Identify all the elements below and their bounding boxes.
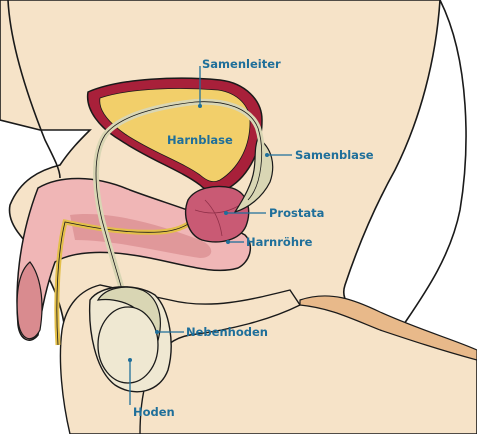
label-samenleiter: Samenleiter: [202, 57, 281, 71]
label-samenblase: Samenblase: [295, 148, 374, 162]
label-prostata: Prostata: [269, 206, 324, 220]
label-nebenhoden: Nebenhoden: [186, 325, 268, 339]
testis: [98, 307, 158, 383]
leader-dot-samenleiter: [198, 104, 202, 108]
label-harnroehre: Harnröhre: [246, 235, 313, 249]
leader-dot-harnroehre: [226, 240, 230, 244]
leader-dot-hoden: [128, 358, 132, 362]
label-hoden: Hoden: [133, 405, 175, 419]
label-harnblase: Harnblase: [167, 133, 233, 147]
leader-dot-prostata: [224, 211, 228, 215]
prostate: [186, 187, 249, 242]
leader-dot-samenblase: [265, 153, 269, 157]
leader-dot-nebenhoden: [155, 330, 159, 334]
